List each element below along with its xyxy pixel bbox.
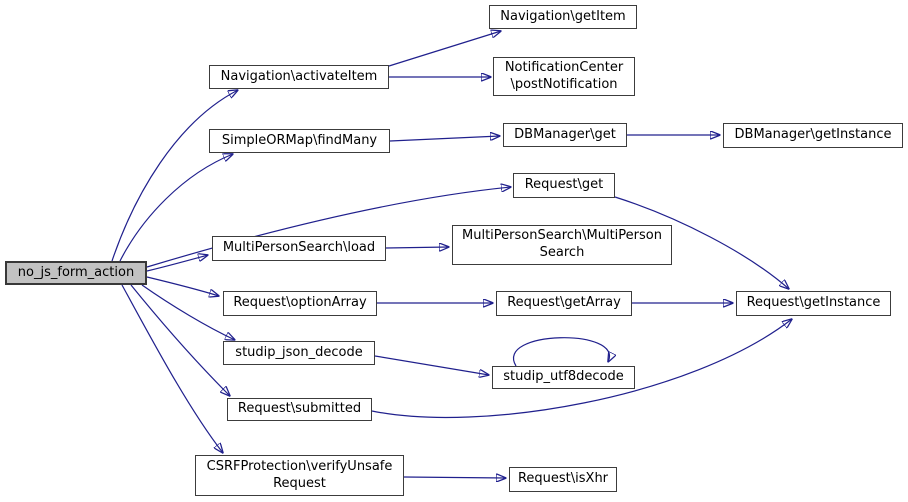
edge-load-mps [385,247,449,248]
node-request-get[interactable]: Request\get [513,173,615,198]
node-studip-json-decode[interactable]: studip_json_decode [223,341,375,365]
edge-findmany-dbmget [389,136,500,142]
edge-utf8decode-self-loop [512,337,610,367]
node-dbmanager-get[interactable]: DBManager\get [503,123,627,147]
node-multipersonsearch-load[interactable]: MultiPersonSearch\load [212,236,386,261]
edge-root-csrf [121,284,223,453]
edge-csrf-isxhr [403,477,506,478]
node-navigation-getitem[interactable]: Navigation\getItem [489,5,637,29]
node-request-optionarray[interactable]: Request\optionArray [223,291,377,316]
node-csrfprotection-verifyunsaferequest[interactable]: CSRFProtection\verifyUnsafe Request [195,455,404,496]
edge-root-submitted [130,284,230,396]
edge-root-findmany [119,154,233,262]
edge-root-nav-activate [111,90,238,262]
node-navigation-activateitem[interactable]: Navigation\activateItem [209,65,389,89]
edge-submitted-getinstance [371,319,792,419]
node-notificationcenter-postnotification[interactable]: NotificationCenter \postNotification [493,57,635,96]
node-request-isxhr[interactable]: Request\isXhr [509,467,617,492]
node-multipersonsearch-multipersonsearch[interactable]: MultiPersonSearch\MultiPerson Search [452,225,672,265]
edge-reqget-getinstance [614,196,789,289]
edge-root-mps-load [146,255,208,272]
edge-activate-getitem [388,31,501,67]
node-no-js-form-action: no_js_form_action [5,261,147,285]
node-request-getarray[interactable]: Request\getArray [496,291,632,316]
node-request-getinstance[interactable]: Request\getInstance [736,291,891,316]
edge-jsondecode-utf8decode [374,355,489,375]
node-request-submitted[interactable]: Request\submitted [227,398,372,421]
edge-root-opt-array [146,276,219,296]
edge-root-req-get [146,187,511,268]
node-studip-utf8decode[interactable]: studip_utf8decode [492,366,635,389]
node-dbmanager-getinstance[interactable]: DBManager\getInstance [723,123,903,148]
edge-root-json-decode [141,284,235,340]
node-simpleormap-findmany[interactable]: SimpleORMap\findMany [209,129,390,153]
